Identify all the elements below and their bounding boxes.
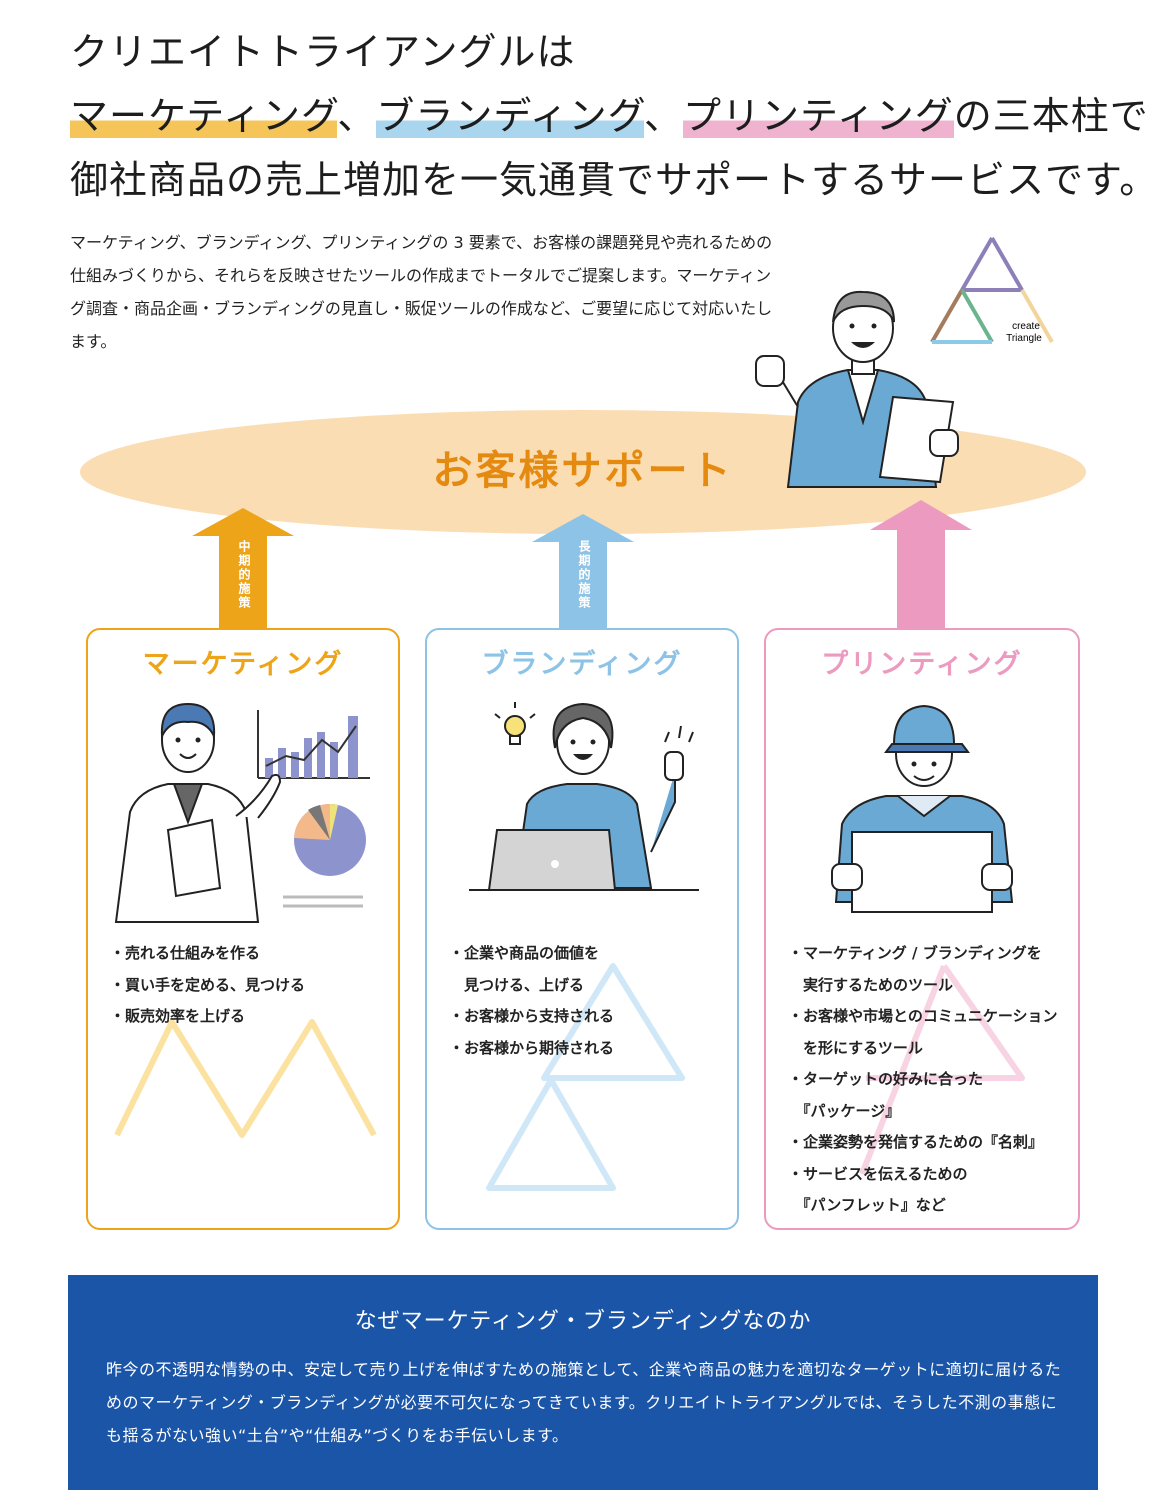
businessman-illustration [755,290,959,488]
card-printing: プリンティング ・マーケティング / ブランディングを 実行するためのツール ・… [764,628,1080,1230]
card-marketing: マーケティング ・売れる仕組みを作る ・買い手を定める、見つける ・販売効率を上… [86,628,400,1230]
list-item: ・お客様から期待される [449,1038,615,1057]
why-body: 昨今の不透明な情勢の中、安定して売り上げを伸ばすための施策として、企業や商品の魅… [106,1360,1062,1445]
branding-woman-laptop-illustration [469,702,699,891]
headline: クリエイトトライアングルは マーケティング、ブランディング、プリンティングの三本… [70,20,1159,212]
list-item: ・マーケティング / ブランディングを [788,944,1042,962]
arrow-up-branding [532,514,634,628]
highlight-printing: プリンティング [683,94,954,138]
list-item: 実行するためのツール [788,975,954,994]
headline-line-2: マーケティング、ブランディング、プリンティングの三本柱で [70,84,1150,148]
highlight-branding: ブランディング [376,94,645,138]
headline-sep-1: 、 [337,94,377,138]
highlight-marketing: マーケティング [70,94,338,138]
logo-text-create: create [1012,321,1040,332]
list-item: ・お客様から支持される [449,1007,615,1025]
headline-sep-2: 、 [644,94,684,138]
list-item: 『パッケージ』 [788,1101,901,1120]
headline-line-1: クリエイトトライアングルは [70,30,576,74]
arrow-label-long-term: 長期的施策 [577,540,591,610]
card-title-printing: プリンティング [821,649,1023,680]
printing-triangle-decoration [859,964,1025,1176]
headline-line-2-tail: の三本柱で [953,94,1149,138]
list-item: ・買い手を定める、見つける [110,975,306,994]
headline-line-3: 御社商品の売上増加を一気通貫でサポートするサービスです。 [70,158,1159,202]
branding-list: ・企業や商品の価値を 見つける、上げる ・お客様から支持される ・お客様から期待… [449,938,614,1064]
why-section: なぜマーケティング・ブランディングなのか 昨今の不透明な情勢の中、安定して売り上… [68,1275,1098,1490]
marketing-zigzag-decoration [114,1019,377,1138]
branding-triangles-decoration [486,963,685,1191]
support-title: お客様サポート [432,448,734,494]
marketing-list: ・売れる仕組みを作る ・買い手を定める、見つける ・販売効率を上げる [110,938,305,1033]
arrow-up-marketing [192,508,294,628]
list-item: 『パンフレット』など [788,1196,946,1214]
intro-paragraph: マーケティング、ブランディング、プリンティングの 3 要素で、お客様の課題発見や… [70,233,773,351]
card-title-marketing: マーケティング [142,649,344,680]
list-item: 見つける、上げる [449,975,585,994]
why-title: なぜマーケティング・ブランディングなのか [354,1309,812,1334]
list-item: ・お客様や市場とのコミュニケーション [788,1007,1058,1025]
list-item: ・ターゲットの好みに合った [788,1070,984,1088]
arrow-up-printing [870,500,972,628]
arrow-label-mid-term: 中期的施策 [237,540,251,610]
list-item: を形にするツール [788,1038,923,1057]
list-item: ・サービスを伝えるための [788,1164,968,1183]
list-item: ・企業や商品の価値を [449,944,600,962]
list-item: ・販売効率を上げる [110,1007,246,1025]
create-triangle-logo: create Triangle [930,237,1054,344]
list-item: ・売れる仕組みを作る [110,944,261,962]
card-branding: ブランディング ・企業や商品の価値を 見つける、上げる ・お客様から支持される … [425,628,739,1230]
logo-text-triangle: Triangle [1006,333,1042,344]
marketing-person-chart-illustration [114,702,370,923]
printing-worker-board-illustration [831,704,1014,913]
card-title-branding: ブランディング [481,649,683,680]
list-item: ・企業姿勢を発信するための『名刺』 [788,1133,1044,1151]
printing-list: ・マーケティング / ブランディングを 実行するためのツール ・お客様や市場との… [788,938,1058,1222]
